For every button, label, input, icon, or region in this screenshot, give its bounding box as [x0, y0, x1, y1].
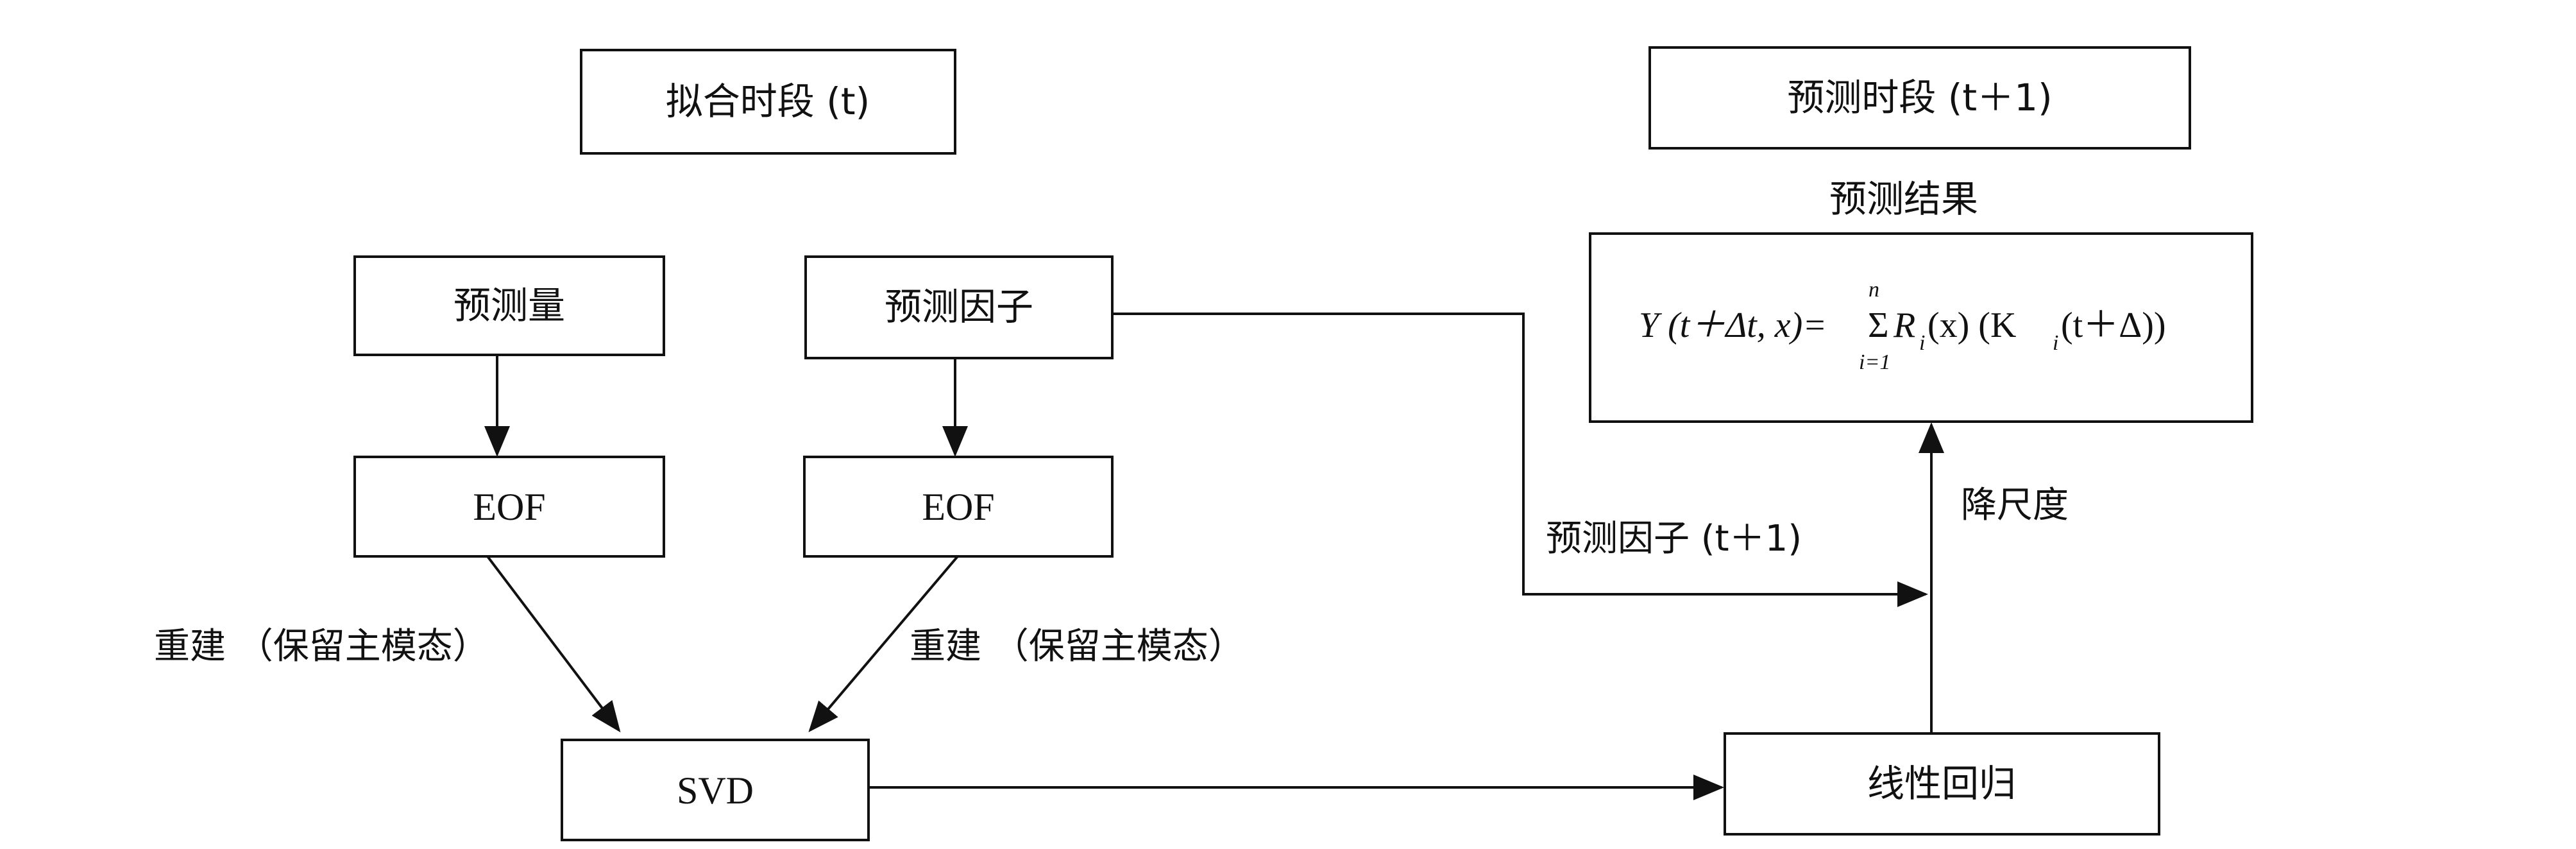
svd-box: SVD	[561, 739, 870, 841]
fitting-period-box: 拟合时段 (t)	[580, 49, 956, 155]
forecast-period-box: 预测时段 (t＋1)	[1648, 46, 2191, 150]
edge-label-rebuild-left: 重建 （保留主模态）	[154, 626, 489, 667]
formula-end: (t＋Δ))	[2061, 305, 2166, 345]
linear-regression-box: 线性回归	[1724, 732, 2160, 836]
formula-sum: Σ	[1868, 305, 1889, 345]
formula-k-subscript: i	[2053, 331, 2058, 355]
formula-sum-top: n	[1868, 278, 1879, 302]
predictor-label: 预测因子	[885, 285, 1033, 329]
predictor-box: 预测因子	[804, 255, 1114, 359]
edge-predictor-to-regression-input	[1112, 313, 1928, 607]
eof-left-label: EOF	[473, 486, 545, 528]
eof-left-box: EOF	[353, 456, 665, 558]
edge-label-downscaling: 降尺度	[1961, 485, 2069, 526]
formula-lhs: Y (t＋Δt, x)=	[1639, 305, 1827, 345]
forecast-result-box: Y (t＋Δt, x)= Σ n i=1 R i (x) (K i (t＋Δ))	[1589, 232, 2253, 423]
svd-label: SVD	[677, 769, 754, 812]
formula-sum-bottom: i=1	[1859, 350, 1890, 374]
edge-label-predictor-next: 预测因子 (t＋1)	[1546, 518, 1802, 560]
edge-label-rebuild-right: 重建 （保留主模态）	[910, 626, 1244, 667]
forecast-period-label: 预测时段 (t＋1)	[1787, 76, 2052, 119]
eof-right-box: EOF	[803, 456, 1114, 558]
edge-eof-left-to-svd	[486, 555, 621, 733]
formula-r-subscript: i	[1919, 331, 1925, 355]
formula-r: R	[1893, 305, 1915, 345]
forecast-result-title: 预测结果	[1829, 177, 1978, 221]
fitting-period-label: 拟合时段 (t)	[666, 80, 870, 123]
predictand-label: 预测量	[453, 284, 565, 327]
predictand-box: 预测量	[353, 255, 665, 356]
edge-eof-right-to-svd	[808, 555, 959, 733]
eof-right-label: EOF	[922, 486, 994, 528]
formula-mid: (x) (K	[1928, 305, 2016, 345]
linear-regression-label: 线性回归	[1867, 762, 2016, 805]
